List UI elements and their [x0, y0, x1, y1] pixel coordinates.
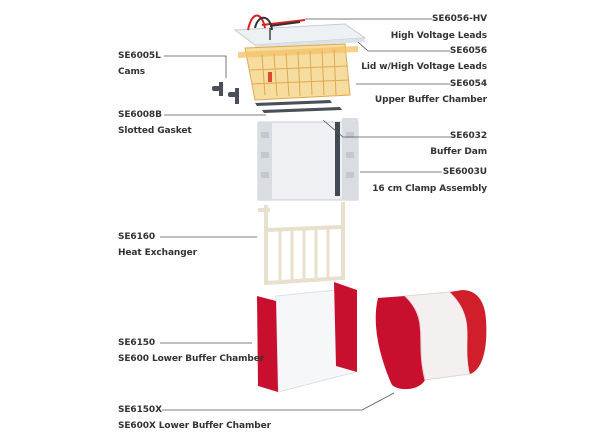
- upper-buffer-chamber-drawing: [238, 43, 358, 101]
- cams-drawing: [212, 82, 239, 104]
- clamp-assembly-drawing: [257, 118, 359, 201]
- lower-buffer-chamber-x-drawing: [375, 290, 487, 390]
- lower-buffer-chamber-drawing: [257, 282, 357, 393]
- leader-lines: [160, 18, 450, 411]
- heat-exchanger-drawing: [258, 202, 345, 286]
- slotted-gasket-drawing: [255, 100, 342, 113]
- high-voltage-leads-drawing: [247, 14, 306, 40]
